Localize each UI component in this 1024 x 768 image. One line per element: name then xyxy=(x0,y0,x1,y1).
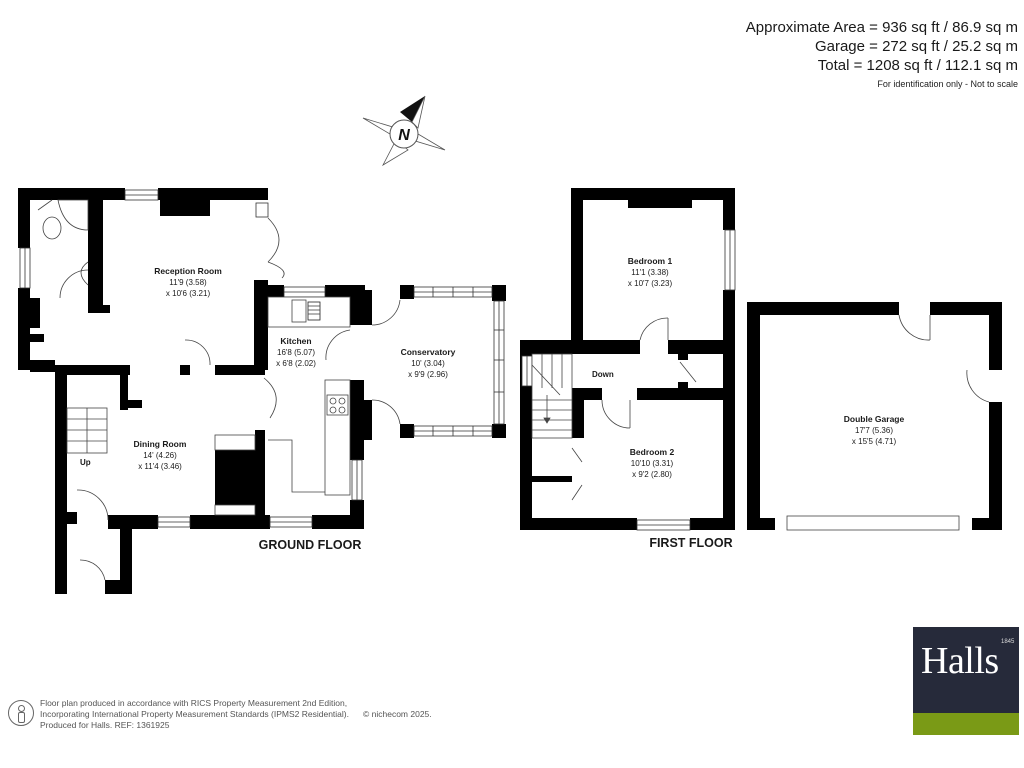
area-summary: Approximate Area = 936 sq ft / 86.9 sq m… xyxy=(746,18,1018,89)
room-garage-name: Double Garage xyxy=(844,414,905,424)
room-kitchen-name: Kitchen xyxy=(280,336,311,346)
logo-name: Halls xyxy=(921,640,999,682)
footer-notes: Floor plan produced in accordance with R… xyxy=(8,698,432,731)
area-total: Total = 1208 sq ft / 112.1 sq m xyxy=(817,57,1018,74)
footer-copyright: © nichecom 2025. xyxy=(363,709,432,719)
room-kitchen-dim1: 16'8 (5.07) xyxy=(277,348,315,357)
ground-windows xyxy=(19,189,505,528)
logo-year: 1845 xyxy=(1001,639,1015,645)
halls-logo: Halls 1845 xyxy=(913,627,1019,735)
area-garage: Garage = 272 sq ft / 25.2 sq m xyxy=(814,38,1018,55)
room-garage-dim1: 17'7 (5.36) xyxy=(855,426,893,435)
room-dining-name: Dining Room xyxy=(134,439,187,449)
footer-line3: Produced for Halls. REF: 1361925 xyxy=(40,720,170,730)
room-garage-dim2: x 15'5 (4.71) xyxy=(852,437,897,446)
room-kitchen-dim2: x 6'8 (2.02) xyxy=(276,359,316,368)
room-reception-dim1: 11'9 (3.58) xyxy=(169,278,207,287)
compass-letter: N xyxy=(398,127,410,144)
footer-line2: Incorporating International Property Mea… xyxy=(40,709,349,719)
room-reception-name: Reception Room xyxy=(154,266,222,276)
room-bedroom2-dim2: x 9'2 (2.80) xyxy=(632,470,672,479)
room-bedroom2-name: Bedroom 2 xyxy=(630,447,675,457)
stairs-up-label: Up xyxy=(80,458,91,467)
garage-walls xyxy=(747,302,1002,530)
footer-line1: Floor plan produced in accordance with R… xyxy=(40,698,348,708)
first-floor-label: FIRST FLOOR xyxy=(649,536,732,550)
ground-fixtures xyxy=(37,199,401,581)
info-person-icon xyxy=(8,700,34,726)
room-bedroom1-dim1: 11'1 (3.38) xyxy=(631,268,669,277)
first-fixtures xyxy=(531,317,697,501)
room-conservatory-name: Conservatory xyxy=(401,347,456,357)
disclaimer: For identification only - Not to scale xyxy=(877,79,1018,89)
garage-fixtures xyxy=(786,314,990,531)
ground-floor-walls xyxy=(18,188,506,594)
room-reception-dim2: x 10'6 (3.21) xyxy=(166,289,211,298)
room-dining-dim1: 14' (4.26) xyxy=(143,451,177,460)
room-dining-dim2: x 11'4 (3.46) xyxy=(138,462,182,471)
compass-icon: N xyxy=(362,95,446,167)
room-conservatory-dim2: x 9'9 (2.96) xyxy=(408,370,448,379)
stairs-down-label: Down xyxy=(592,370,614,379)
garage-door xyxy=(786,515,960,531)
logo-accent-band xyxy=(913,713,1019,735)
room-bedroom2-dim1: 10'10 (3.31) xyxy=(631,459,674,468)
room-bedroom1-dim2: x 10'7 (3.23) xyxy=(628,279,673,288)
room-conservatory-dim1: 10' (3.04) xyxy=(411,359,445,368)
first-floor-walls xyxy=(520,188,735,530)
ground-floor-label: GROUND FLOOR xyxy=(259,538,362,552)
area-approx: Approximate Area = 936 sq ft / 86.9 sq m xyxy=(745,19,1018,36)
room-bedroom1-name: Bedroom 1 xyxy=(628,256,673,266)
